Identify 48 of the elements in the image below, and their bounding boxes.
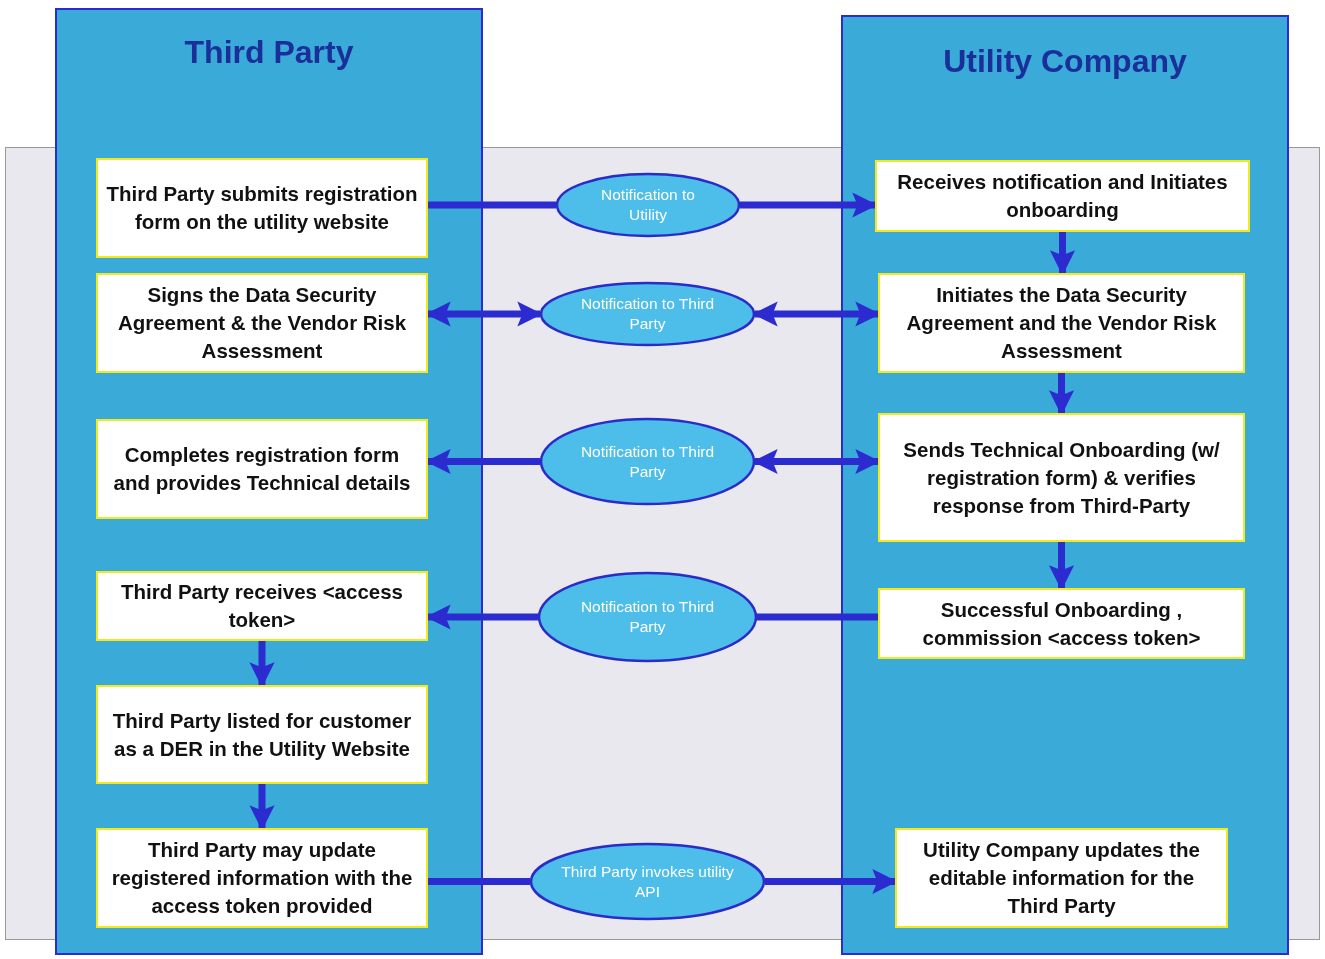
arrow: [425, 448, 540, 475]
arrow: [1048, 373, 1075, 416]
process-box: [878, 588, 1245, 659]
step-text: Third Party submits registration form on the utility website: [105, 181, 419, 235]
arrow: [249, 784, 275, 831]
step-text: Third Party receives <access token>: [119, 579, 405, 633]
process-box: [895, 828, 1228, 928]
swimlane: [841, 15, 1289, 955]
process-box: [875, 160, 1250, 232]
ellipse-label: Notification to Third Party: [579, 441, 716, 482]
arrow: [1049, 232, 1076, 276]
arrow: [740, 192, 878, 218]
process-box: [96, 158, 428, 258]
arrow: [249, 641, 275, 688]
lane-title: Third Party: [183, 34, 355, 71]
process-box: [96, 273, 428, 373]
process-box: [96, 419, 428, 519]
notification-ellipse: [530, 843, 765, 920]
process-box: [878, 273, 1245, 373]
arrow: [765, 868, 898, 895]
notification-ellipse: [556, 173, 740, 237]
arrow: [425, 604, 538, 630]
step-text: Completes registration form and provides Technical details: [112, 442, 412, 496]
step-text: Sends Technical Onboarding (w/ registration form) & verifies response from Third-Party: [902, 436, 1221, 519]
notification-ellipse: [540, 418, 755, 505]
ellipse-label: Notification to Third Party: [579, 597, 716, 637]
lane-title: Utility Company: [942, 43, 1188, 80]
step-text: Signs the Data Security Agreement & the Vendor Risk Assessment: [116, 282, 408, 364]
step-text: Successful Onboarding , commission <access token>: [921, 596, 1202, 651]
process-box: [96, 685, 428, 784]
arrow: [752, 301, 881, 327]
notification-ellipse: [540, 282, 755, 346]
step-text: Third Party listed for customer as a DER in the Utility Website: [111, 707, 413, 762]
ellipse-label: Notification to Utility: [600, 185, 696, 225]
arrow: [752, 448, 881, 475]
process-box: [96, 828, 428, 928]
swimlane: [55, 8, 483, 955]
arrow: [425, 301, 543, 327]
step-text: Receives notification and Initiates onboarding: [896, 169, 1229, 223]
arrow: [1048, 542, 1075, 591]
step-text: Third Party may update registered information with the access token provided: [110, 837, 414, 919]
ellipse-label: Third Party invokes utility API: [560, 861, 735, 902]
process-box: [96, 571, 428, 641]
step-text: Initiates the Data Security Agreement and the Vendor Risk Assessment: [905, 282, 1218, 364]
notification-ellipse: [538, 572, 757, 662]
step-text: Utility Company updates the editable information for the Third Party: [922, 837, 1201, 919]
ellipse-label: Notification to Third Party: [579, 294, 716, 334]
process-box: [878, 413, 1245, 542]
